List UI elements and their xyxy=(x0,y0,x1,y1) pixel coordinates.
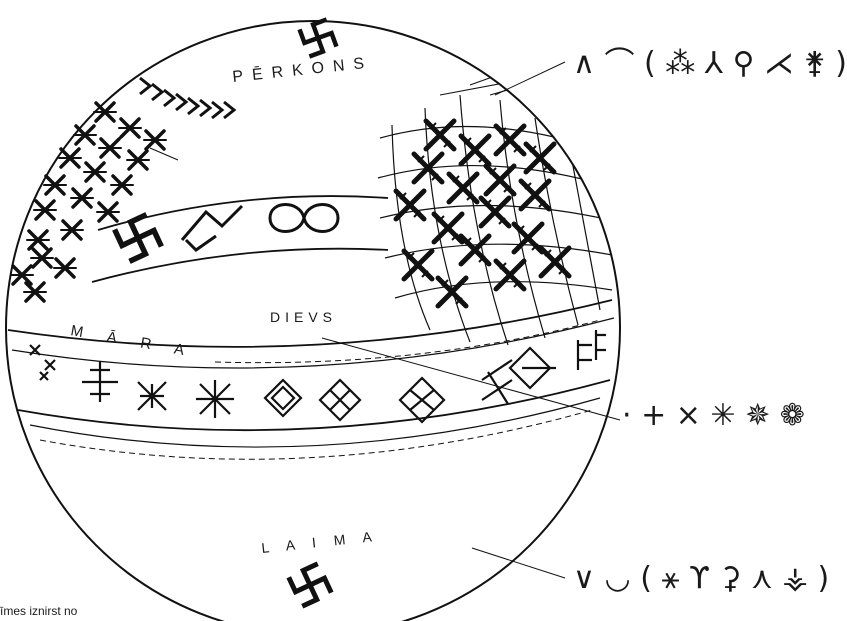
legend-middle: · + × ✳ ✵ ❁ xyxy=(622,398,805,433)
grid-stars xyxy=(396,121,569,306)
pointer-line-top xyxy=(495,62,565,95)
legend-top: ∧ ⌒ ( ⁂ ⅄ ⚲ ⋌ ⚵ ) xyxy=(573,46,847,81)
wave-sign xyxy=(182,206,242,250)
pointer-line-middle xyxy=(322,338,620,420)
label-mara: M Ā R A xyxy=(69,322,195,360)
upper-band xyxy=(92,196,388,282)
chevron-row xyxy=(140,78,234,118)
laima-swastika xyxy=(289,564,332,607)
label-laima: L A I M A xyxy=(261,528,380,556)
legend-bottom: ∨ ◡ ( ⚹ ϒ ⚳ ⋏ ⚶ ) xyxy=(573,561,829,596)
left-stars xyxy=(11,103,178,301)
caption-text: īmes iznirst no xyxy=(0,604,77,618)
infinity-sign xyxy=(270,205,338,232)
label-perkons: PĒRKONS xyxy=(232,53,374,86)
perkons-swastika xyxy=(300,20,337,57)
label-dievs: DIEVS xyxy=(270,309,337,325)
pointer-line-bottom xyxy=(472,548,565,578)
